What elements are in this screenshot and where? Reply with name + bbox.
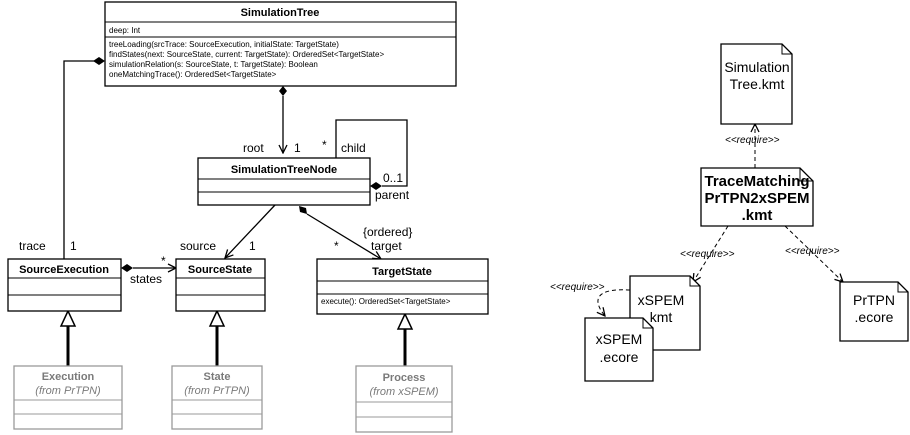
require-label: <<require>> <box>725 135 780 146</box>
file-name-line: xSPEM <box>596 331 643 347</box>
file-name-line: .ecore <box>855 309 894 325</box>
operation: findStates(next: SourceState, current: T… <box>109 50 384 59</box>
file-prtpn-ecore: PrTPN .ecore <box>839 281 909 342</box>
attribute: deep: Int <box>109 26 141 35</box>
class-name: SourceExecution <box>19 264 109 276</box>
execution-class: Execution (from PrTPN) <box>13 365 123 430</box>
require-dependency-line <box>598 289 631 316</box>
source-execution-class: SourceExecution <box>7 258 122 312</box>
process-generalization-arrow <box>396 312 414 330</box>
file-simulation-tree-kmt: Simulation Tree.kmt <box>720 43 793 125</box>
target-association-line <box>306 213 381 259</box>
file-name-line: TraceMatching <box>704 173 809 190</box>
target-composition-diamond <box>299 206 307 214</box>
package-label: (from PrTPN) <box>184 385 250 397</box>
class-name: State <box>204 371 231 383</box>
trace-association-line <box>63 60 94 259</box>
mult-source: 1 <box>249 239 256 253</box>
ordered-constraint: {ordered} <box>363 225 412 239</box>
role-states: states <box>130 272 162 286</box>
class-name: SourceState <box>188 264 252 276</box>
file-name-line: PrTPN2xSPEM <box>704 190 809 207</box>
target-state-class: TargetState execute(): OrderedSet<Target… <box>316 258 489 315</box>
process-class: Process (from xSPEM) <box>355 365 453 433</box>
class-name: Execution <box>42 371 95 383</box>
mult-child: * <box>322 138 327 152</box>
file-name-line: Simulation <box>724 59 789 75</box>
class-name: Process <box>383 372 426 384</box>
role-source: source <box>180 239 216 253</box>
file-xspem-ecore: xSPEM .ecore <box>584 317 654 382</box>
mult-parent: 0..1 <box>383 171 403 185</box>
mult-trace: 1 <box>70 239 77 253</box>
mult-root: 1 <box>294 141 301 155</box>
execution-generalization-arrow <box>59 309 77 327</box>
role-trace: trace <box>19 239 46 253</box>
class-name: TargetState <box>372 266 432 278</box>
role-root: root <box>243 141 264 155</box>
role-target: target <box>371 239 402 253</box>
child-parent-association-line <box>335 119 408 187</box>
mult-target: * <box>334 239 339 253</box>
class-name: SimulationTree <box>241 7 320 19</box>
root-composition-diamond <box>279 86 287 96</box>
operation: execute(): OrderedSet<TargetState> <box>321 297 451 306</box>
source-association-line <box>225 204 276 258</box>
class-name: SimulationTreeNode <box>231 164 337 176</box>
file-name-line: Tree.kmt <box>730 76 785 92</box>
file-name-line: kmt <box>650 309 673 325</box>
operation: oneMatchingTrace(): OrderedSet<TargetSta… <box>109 70 277 79</box>
operation: simulationRelation(s: SourceState, t: Ta… <box>109 60 318 69</box>
require-label: <<require>> <box>785 246 840 257</box>
parent-composition-diamond <box>370 182 382 190</box>
simulation-tree-node-class: SimulationTreeNode <box>197 157 371 206</box>
operation: treeLoading(srcTrace: SourceExecution, i… <box>109 40 339 49</box>
source-state-class: SourceState <box>175 258 266 312</box>
file-trace-matching-kmt: TraceMatching PrTPN2xSPEM .kmt <box>700 167 814 227</box>
file-name-line: xSPEM <box>638 292 685 308</box>
states-composition-diamond <box>121 264 133 272</box>
state-generalization-arrow <box>208 309 226 327</box>
package-label: (from xSPEM) <box>369 386 438 398</box>
package-label: (from PrTPN) <box>35 385 101 397</box>
role-parent: parent <box>375 188 410 202</box>
require-label: <<require>> <box>550 282 605 293</box>
file-name-line: PrTPN <box>853 292 895 308</box>
state-class: State (from PrTPN) <box>171 365 263 430</box>
simulation-tree-class: SimulationTree deep: Int treeLoading(src… <box>104 1 457 87</box>
mult-states: * <box>161 254 166 268</box>
file-name-line: .kmt <box>742 207 773 224</box>
require-label: <<require>> <box>680 249 735 260</box>
trace-composition-diamond <box>93 57 105 65</box>
role-child: child <box>341 141 366 155</box>
file-name-line: .ecore <box>600 349 639 365</box>
